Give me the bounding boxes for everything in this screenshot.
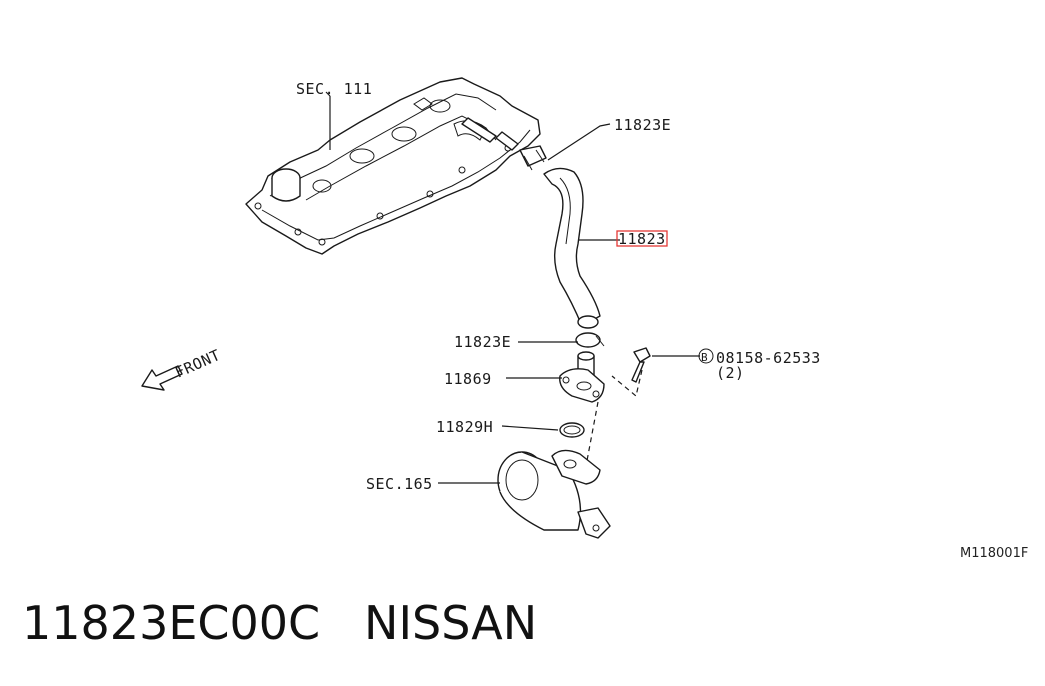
caption-part-number: 11823EC00C [22,596,321,650]
label-sec-165: SEC.165 [366,475,433,493]
bolt-symbol: B [701,351,708,364]
bolt-symbol-circle [698,348,714,364]
hose-clamp-top [519,145,547,171]
front-label: FRONT [172,346,223,382]
label-11823e-lower: 11823E [454,333,511,351]
caption-brand: NISSAN [364,596,538,650]
highlight-box [616,230,668,247]
leader-lines [325,91,700,484]
housing-sec-165 [497,449,611,539]
valve-cover [245,77,541,255]
label-bolt-qty: (2) [716,364,745,382]
label-11869: 11869 [444,370,492,388]
hose-clamp-lower [575,332,605,348]
bolt-dash-line [611,369,643,398]
connector-dash-line [585,401,599,467]
front-arrow: FRONT [141,346,223,391]
connector-11869 [559,351,605,403]
gasket-11829h [559,422,585,438]
label-11823-highlighted: 11823 [618,230,666,248]
bolt-08158-62533 [631,347,651,383]
label-sec-111: SEC. 111 [296,80,372,98]
label-bolt-number: 08158-62533 [716,349,821,367]
pcv-hose [543,167,601,329]
part-caption: 11823EC00C NISSAN [22,596,537,650]
label-11823e-top: 11823E [614,116,671,134]
label-11829h: 11829H [436,418,493,436]
diagram-ref-code: M118001F [960,546,1028,561]
